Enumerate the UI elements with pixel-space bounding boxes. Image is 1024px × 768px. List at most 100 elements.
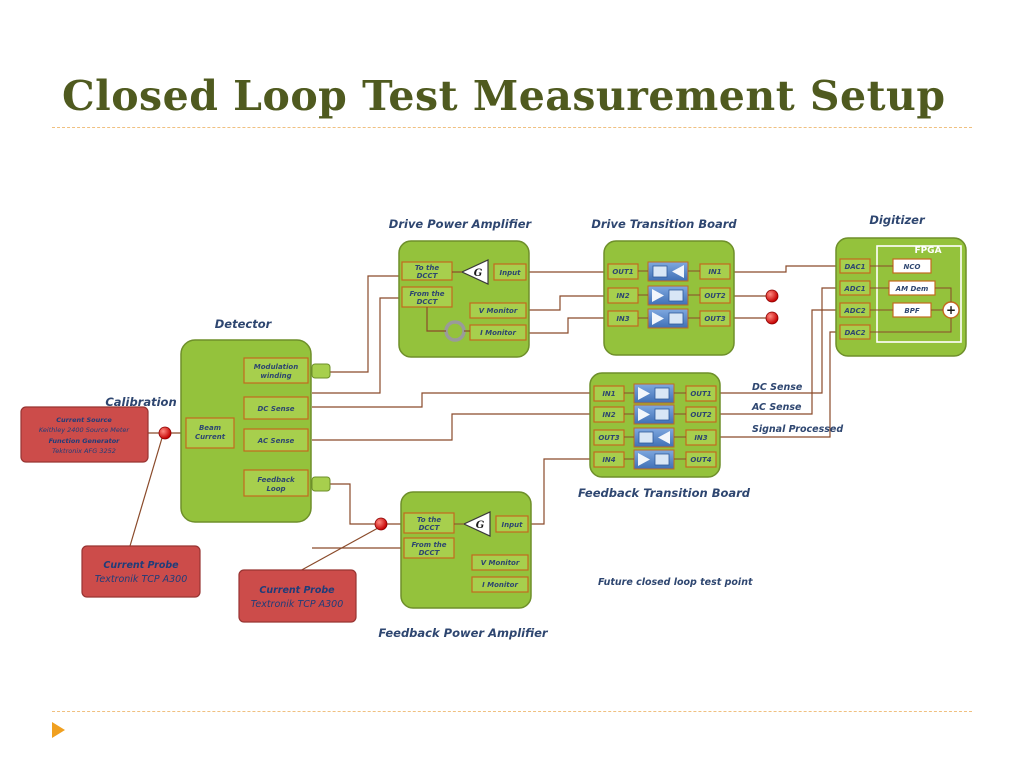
ftb-out1-label: OUT1: [690, 390, 711, 398]
drive-amp-v-monitor-label: V Monitor: [479, 307, 518, 315]
feedback-transition-board: IN1 OUT1 IN2 OUT2 OUT3 IN3 IN4 OUT4 Feed…: [578, 372, 751, 500]
dtb-out2-label: OUT2: [704, 292, 725, 300]
function-generator-model: Tektronix AFG 3252: [52, 447, 116, 455]
fb-amp-i-monitor-label: I Monitor: [482, 581, 518, 589]
wiring: [129, 265, 838, 573]
detector-heading: Detector: [215, 317, 273, 331]
drive-amp-i-monitor-port: [469, 324, 527, 341]
fb-amp-v-monitor-port: [471, 554, 529, 571]
calibration-heading: Calibration: [105, 395, 176, 409]
slide-title: Closed Loop Test Measurement Setup: [62, 72, 946, 120]
filter-icon: [654, 453, 670, 466]
current-probe-box-1: Current Probe Textronik TCP A300: [81, 545, 201, 598]
fb-amp-to-dcct-label-1: To the: [417, 516, 441, 524]
probe-point-icon: [374, 517, 388, 531]
modulation-label-1: Modulation: [254, 363, 298, 371]
test-point-icon: [765, 289, 779, 303]
beam-current-label-2: Current: [195, 433, 226, 441]
buffer-right-icon: [652, 289, 664, 302]
ftb-in2-label: IN2: [602, 411, 615, 419]
current-source-box: Current Source Keithley 2400 Source Mete…: [20, 406, 149, 463]
feedback-transition-board-heading: Feedback Transition Board: [578, 486, 751, 500]
drive-transition-board: Drive Transition Board OUT1 IN1 IN2 OUT2…: [591, 217, 737, 356]
ftb-out4-label: OUT4: [690, 456, 711, 464]
dtb-in3-label: IN3: [616, 315, 629, 323]
current-source-title: Current Source: [56, 416, 112, 424]
drive-amp-gain-label: G: [474, 268, 483, 279]
filter-icon: [638, 431, 654, 444]
current-probe-2-model: Textronik TCP A300: [251, 599, 344, 610]
feedback-loop-label-1: Feedback: [257, 476, 296, 484]
digitizer-adc2-label: ADC2: [843, 307, 865, 315]
dc-sense-signal-label: DC Sense: [752, 382, 803, 393]
digitizer: Digitizer FPGA DAC1 ADC1 ADC2 DAC2 NCO A…: [835, 213, 967, 357]
function-generator-title: Function Generator: [49, 437, 121, 445]
drive-amp-i-monitor-label: I Monitor: [480, 329, 516, 337]
filter-icon: [668, 312, 684, 325]
current-probe-2-title: Current Probe: [259, 585, 335, 596]
connector-plug-icon: [311, 363, 331, 379]
buffer-right-icon: [652, 312, 664, 325]
current-probe-box-2: Current Probe Textronik TCP A300: [238, 569, 357, 623]
detector-beam-current-port: [185, 417, 235, 449]
ftb-in3-label: IN3: [694, 434, 707, 442]
fb-amp-gain-icon: [462, 511, 491, 537]
ftb-out3-label: OUT3: [598, 434, 619, 442]
fb-amp-from-dcct-label-2: DCCT: [419, 549, 441, 557]
buffer-left-icon: [658, 431, 670, 444]
play-arrow-icon: [52, 722, 65, 738]
am-demod-label: AM Dem: [895, 285, 929, 293]
drive-amp-to-dcct-label-2: DCCT: [417, 272, 439, 280]
ac-sense-port-label: AC Sense: [257, 437, 295, 445]
buffer-right-icon: [638, 408, 650, 421]
signal-processed-label: Signal Processed: [752, 424, 843, 435]
connector-plug-icon: [311, 476, 331, 492]
filter-icon: [652, 265, 668, 278]
fpga-region: [876, 245, 962, 343]
test-point-icon: [765, 311, 779, 325]
detector-modulation-winding-port: [243, 357, 309, 384]
current-source-model: Keithley 2400 Source Meter: [39, 426, 131, 434]
fb-amp-input-port: [495, 515, 529, 533]
ftb-in1-label: IN1: [602, 390, 615, 398]
fb-amp-from-dcct-label-1: From the: [411, 541, 446, 549]
drive-amp-from-dcct-label-1: From the: [409, 290, 444, 298]
fb-amp-v-monitor-label: V Monitor: [481, 559, 520, 567]
filter-icon: [668, 289, 684, 302]
buffer-left-icon: [672, 265, 684, 278]
fb-amp-from-dcct-port: [403, 537, 455, 559]
drive-amp-input-label: Input: [500, 269, 522, 277]
drive-amp-input-port: [493, 263, 527, 281]
digitizer-adc1-label: ADC1: [843, 285, 865, 293]
detector: Detector Modulation winding Beam Current…: [180, 317, 331, 523]
drive-amp-v-monitor-port: [469, 302, 527, 319]
fb-amp-input-label: Input: [502, 521, 524, 529]
probe-point-icon: [158, 426, 172, 440]
drive-power-amplifier: Drive Power Amplifier To the DCCT From t…: [389, 217, 533, 358]
footer-divider: [52, 711, 972, 712]
feedback-loop-label-2: Loop: [266, 485, 285, 493]
beam-current-label-1: Beam: [199, 424, 221, 432]
nco-label: NCO: [904, 263, 921, 271]
dtb-in1-label: IN1: [708, 268, 721, 276]
detector-feedback-loop-port: [243, 469, 309, 497]
fb-amp-to-dcct-label-2: DCCT: [419, 524, 441, 532]
title-divider: [52, 127, 972, 128]
current-probe-2-rect: [238, 569, 357, 623]
drive-amp-to-dcct-label-1: To the: [415, 264, 439, 272]
sum-symbol: +: [946, 303, 956, 317]
drive-amp-from-dcct-label-2: DCCT: [417, 298, 439, 306]
fb-amp-to-dcct-port: [403, 512, 455, 534]
detector-dc-sense-port: [243, 396, 309, 420]
fb-amp-gain-label: G: [476, 520, 485, 531]
dtb-out3-label: OUT3: [704, 315, 725, 323]
detector-ac-sense-port: [243, 428, 309, 452]
current-probe-1-title: Current Probe: [103, 560, 179, 571]
modulation-label-2: winding: [260, 372, 291, 380]
current-source-rect: [20, 406, 149, 463]
future-test-point-label: Future closed loop test point: [598, 577, 753, 588]
drive-amp-to-dcct-port: [401, 261, 453, 281]
feedback-power-amplifier-heading: Feedback Power Amplifier: [378, 626, 549, 640]
current-probe-1-model: Textronik TCP A300: [95, 574, 188, 585]
